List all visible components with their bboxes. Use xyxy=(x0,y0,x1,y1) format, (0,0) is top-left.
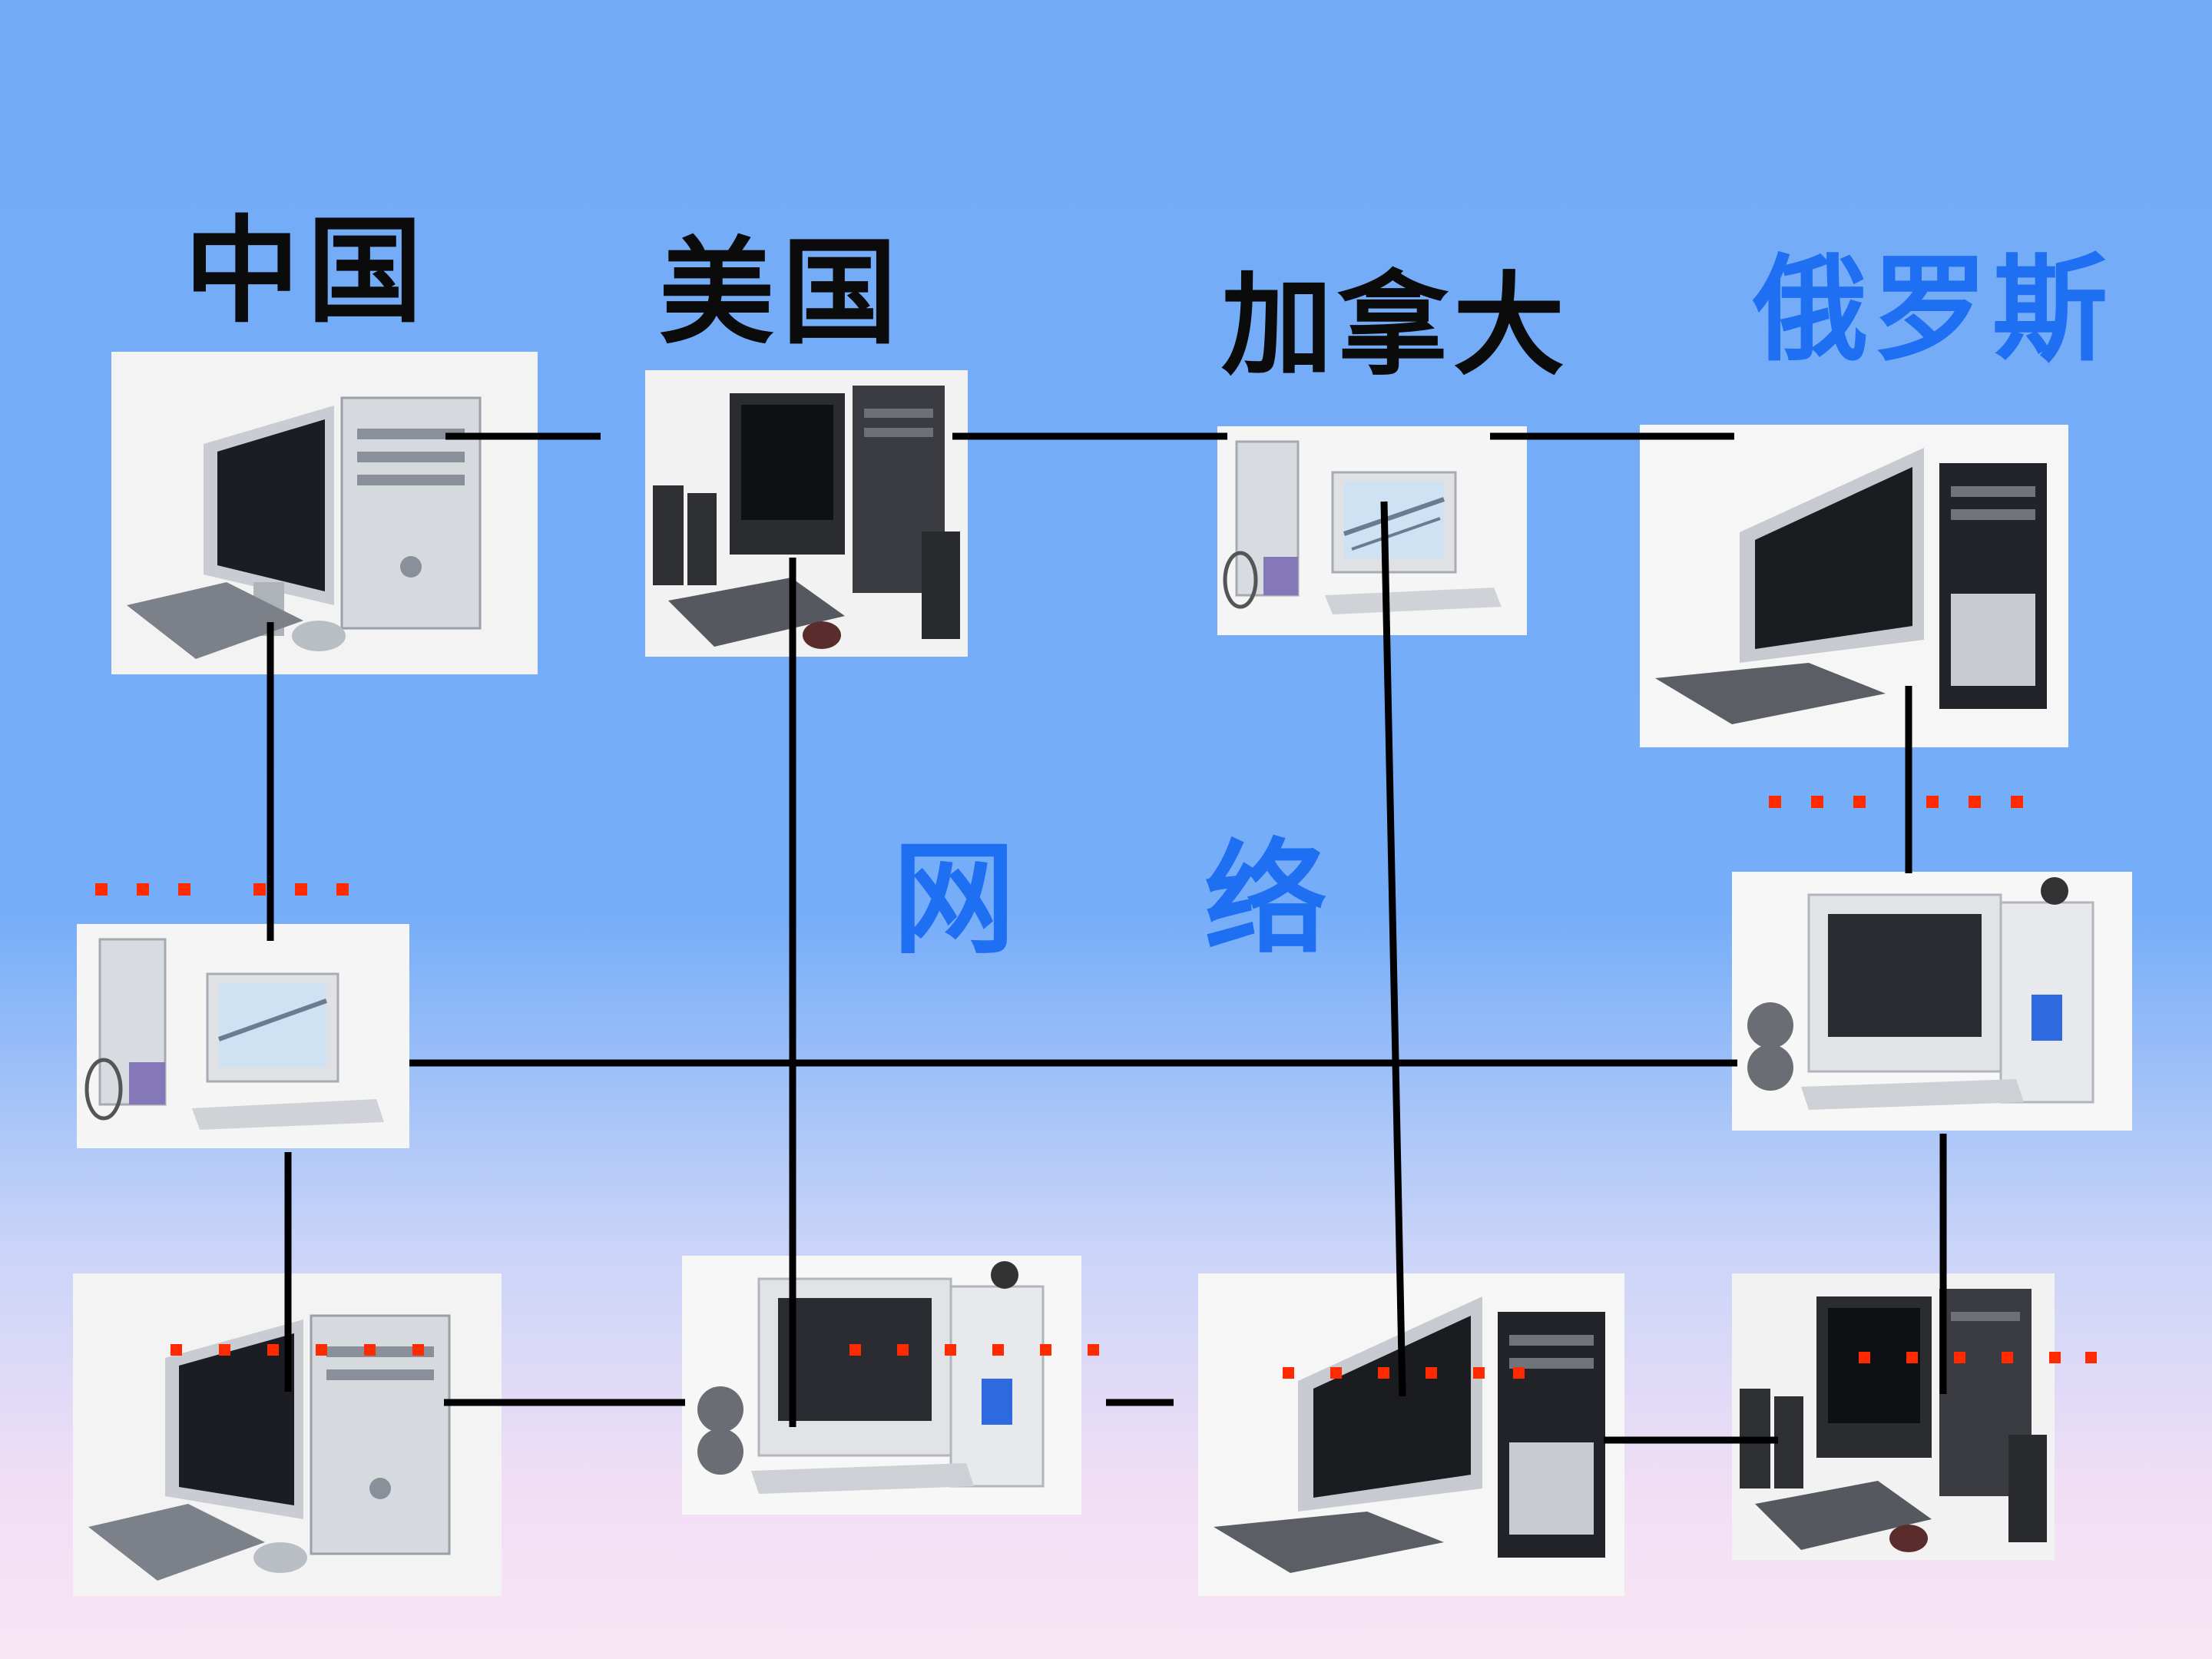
ellipsis-dot xyxy=(1426,1367,1437,1379)
ellipsis-dot xyxy=(1811,796,1823,808)
computer-usa xyxy=(645,370,968,657)
ellipsis-dot xyxy=(2002,1352,2013,1363)
ellipsis-dot xyxy=(1283,1367,1294,1379)
ellipsis-dot xyxy=(1859,1352,1870,1363)
ellipsis-dot xyxy=(253,883,266,896)
ellipsis-dot xyxy=(1378,1367,1389,1379)
ellipsis-dot xyxy=(1969,796,1981,808)
ellipsis-dot xyxy=(1330,1367,1342,1379)
ellipsis-dot xyxy=(1088,1344,1099,1356)
ellipsis-dot xyxy=(1954,1352,1965,1363)
ellipsis-dot xyxy=(95,883,108,896)
computer-russia-icon xyxy=(1640,425,2068,747)
computer-bottom-4-icon xyxy=(1732,1273,2055,1560)
ellipsis-dot xyxy=(1040,1344,1051,1356)
computer-russia xyxy=(1640,425,2068,747)
computer-right-mid xyxy=(1732,872,2132,1131)
ellipsis-dot xyxy=(1926,796,1939,808)
ellipsis-dot xyxy=(945,1344,956,1356)
ellipsis-dot xyxy=(137,883,149,896)
ellipsis-dot xyxy=(2011,796,2023,808)
computer-canada xyxy=(1217,426,1527,635)
link-canada-bottom3 xyxy=(1380,501,1406,1397)
ellipsis-dot xyxy=(267,1344,279,1356)
computer-left-mid xyxy=(77,924,409,1148)
computer-usa-icon xyxy=(645,370,968,657)
computer-china xyxy=(111,352,538,674)
ellipsis-dot xyxy=(364,1344,376,1356)
label-usa: 美国 xyxy=(659,225,906,360)
computer-right-mid-icon xyxy=(1732,872,2132,1131)
label-network-left: 网 xyxy=(892,826,1016,971)
ellipsis-dot xyxy=(412,1344,424,1356)
computer-canada-icon xyxy=(1217,426,1527,635)
ellipsis-dot xyxy=(992,1344,1004,1356)
ellipsis-dot xyxy=(171,1344,182,1356)
label-russia: 俄罗斯 xyxy=(1753,242,2113,377)
computer-bottom-3 xyxy=(1198,1273,1624,1596)
ellipsis-dot xyxy=(1853,796,1866,808)
ellipsis-dot xyxy=(295,883,307,896)
ellipsis-dot xyxy=(2049,1352,2061,1363)
ellipsis-dot xyxy=(316,1344,327,1356)
computer-bottom-3-icon xyxy=(1198,1273,1624,1596)
ellipsis-dot xyxy=(336,883,349,896)
ellipsis-dot xyxy=(849,1344,861,1356)
label-network-right: 络 xyxy=(1204,826,1328,971)
label-canada: 加拿大 xyxy=(1221,260,1569,391)
ellipsis-dot xyxy=(1769,796,1781,808)
label-china: 中国 xyxy=(184,204,431,339)
computer-china-icon xyxy=(111,352,538,674)
ellipsis-dot xyxy=(2085,1352,2097,1363)
ellipsis-dot xyxy=(1513,1367,1525,1379)
ellipsis-dot xyxy=(1906,1352,1918,1363)
computer-left-mid-icon xyxy=(77,924,409,1148)
ellipsis-dot xyxy=(219,1344,230,1356)
ellipsis-dot xyxy=(178,883,190,896)
ellipsis-dot xyxy=(1473,1367,1485,1379)
ellipsis-dot xyxy=(897,1344,909,1356)
computer-bottom-4 xyxy=(1732,1273,2055,1560)
